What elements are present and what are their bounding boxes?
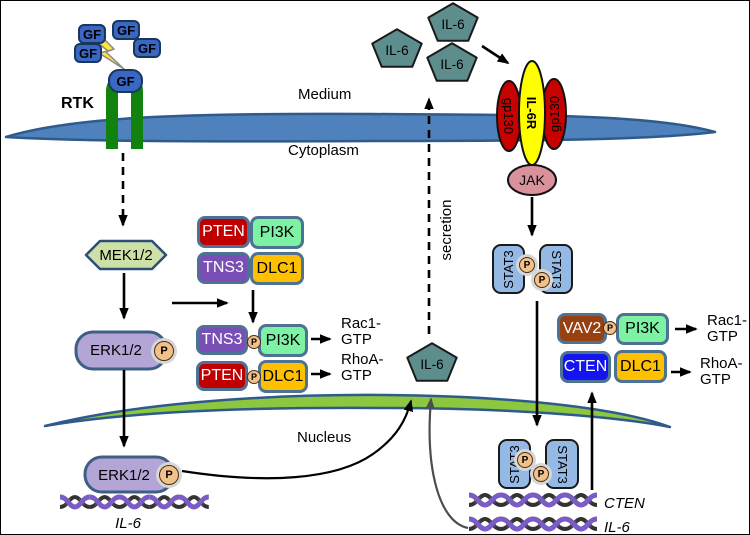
rac1-gtp-label-left: Rac1- GTP [341, 315, 382, 348]
tns3-phospho: P [247, 335, 261, 349]
erk-nucleus-label: ERK1/2 [98, 466, 150, 484]
pten-phospho: P [247, 370, 261, 384]
il6-label-top-3: IL-6 [440, 56, 464, 72]
gf-molecule-1: GF [78, 24, 106, 44]
vav2-box: VAV2 [557, 313, 607, 344]
rhoa-gtp-label-left: RhoA- GTP [341, 351, 384, 384]
secretion-label: secretion [437, 199, 455, 261]
stat3-phospho-nucleus-1: P [517, 452, 533, 468]
arrow-il6-gene-to-protein [425, 397, 469, 530]
pten-box-2: PTEN [196, 361, 248, 391]
cytoplasm-label: Cytoplasm [288, 142, 359, 159]
jak-shape [507, 164, 557, 196]
stat3-phospho-cytoplasm-2: P [534, 272, 550, 288]
mek-hexagon [84, 239, 168, 271]
pten-box-1: PTEN [197, 216, 250, 248]
nucleus-label: Nucleus [297, 429, 352, 446]
stat3-phospho-cytoplasm-1: P [519, 257, 535, 273]
erk-phospho-nucleus: P [159, 465, 179, 485]
tns3-box-1: TNS3 [197, 252, 250, 284]
cten-gene-label: CTEN [604, 495, 645, 512]
il6-pentagon-top-1 [427, 2, 479, 42]
erk-cytoplasm-label: ERK1/2 [90, 341, 142, 359]
vav2-phospho: P [603, 321, 617, 335]
gp130-right-label: gp130 [546, 95, 562, 133]
dlc1-box-1: DLC1 [250, 252, 304, 285]
pi3k-box-1: PI3K [250, 216, 304, 249]
gf-bound-to-rtk: GF [108, 69, 143, 93]
pi3k-box-3: PI3K [616, 313, 669, 345]
il6-label-top-1: IL-6 [441, 16, 465, 32]
il6r-label: IL-6R [524, 96, 540, 130]
il6-pentagon-cytoplasm [406, 342, 458, 382]
gp130-left-label: gp130 [501, 97, 517, 135]
nuclear-envelope [43, 393, 672, 429]
gf-molecule-4: GF [133, 38, 161, 58]
dlc1-box-2: DLC1 [258, 360, 308, 393]
il6-gene-label-right: IL-6 [604, 519, 630, 535]
il6-gene-label-left: IL-6 [115, 514, 141, 532]
rtk-label: RTK [61, 95, 94, 112]
medium-label: Medium [298, 86, 352, 103]
dna-helix-il6-right [469, 519, 597, 529]
stat3-phospho-nucleus-2: P [533, 466, 549, 482]
dna-helix-cten [469, 495, 597, 505]
il6-pentagon-top-3 [426, 42, 478, 82]
cten-box: CTEN [560, 351, 611, 383]
il6-pentagon-top-2 [371, 28, 423, 68]
stat3-nucleus-right-label: STAT3 [554, 444, 570, 484]
dna-helix-il6-left [60, 497, 209, 507]
il6-label-top-2: IL-6 [385, 42, 409, 58]
arrow-il6-to-receptor [481, 44, 510, 65]
jak-label: JAK [519, 172, 545, 188]
gf-molecule-2: GF [112, 20, 140, 40]
stat3-cytoplasm-right-label: STAT3 [548, 249, 564, 289]
tns3-box-2: TNS3 [196, 325, 248, 355]
il6-label-cytoplasm: IL-6 [420, 356, 444, 372]
arrow-erk-induces-il6 [181, 399, 414, 480]
stat3-cytoplasm-left-label: STAT3 [501, 249, 516, 289]
rhoa-gtp-label-right: RhoA- GTP [700, 355, 743, 388]
stat3-nucleus-right: STAT3 [545, 439, 579, 489]
dlc1-box-3: DLC1 [614, 350, 667, 383]
mek-label: MEK1/2 [99, 246, 153, 264]
gf-molecule-3: GF [74, 43, 102, 63]
pi3k-box-2: PI3K [258, 324, 308, 357]
rac1-gtp-label-right: Rac1- GTP [707, 312, 748, 345]
erk-phospho-cytoplasm: P [154, 341, 174, 361]
